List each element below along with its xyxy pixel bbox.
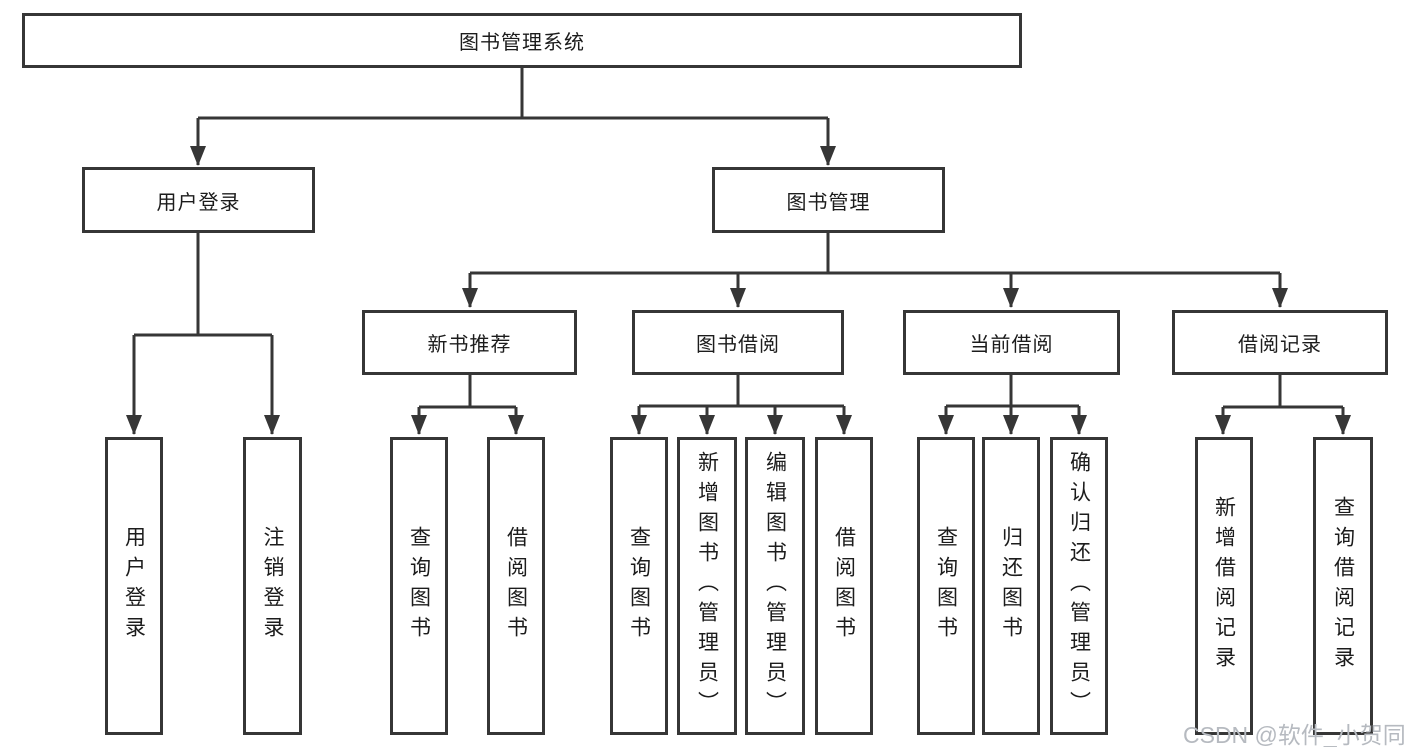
leaf-add-books-admin: 新增图书（管理员）: [677, 437, 737, 735]
leaf-return-books-label: 归还图书: [999, 526, 1023, 646]
leaf-confirm-return-admin: 确认归还（管理员）: [1050, 437, 1108, 735]
node-user-login-label: 用户登录: [156, 191, 241, 214]
node-new-book-recommend: 新书推荐: [362, 310, 577, 375]
node-library-system-label: 图书管理系统: [459, 32, 585, 54]
node-book-borrowing-label: 图书借阅: [696, 334, 780, 356]
leaf-borrow-books-recommend: 借阅图书: [487, 437, 545, 735]
node-book-management: 图书管理: [712, 167, 945, 233]
leaf-query-books-borrowing-label: 查询图书: [627, 526, 651, 646]
leaf-borrow-books-label: 借阅图书: [832, 526, 856, 646]
leaf-logout-label: 注销登录: [261, 526, 284, 646]
leaf-query-books-current: 查询图书: [917, 437, 975, 735]
node-current-borrowing-label: 当前借阅: [969, 334, 1054, 356]
leaf-logout: 注销登录: [243, 437, 302, 735]
leaf-edit-books-admin: 编辑图书（管理员）: [745, 437, 805, 735]
leaf-query-books-recommend: 查询图书: [390, 437, 448, 735]
leaf-confirm-return-admin-label: 确认归还（管理员）: [1067, 451, 1091, 721]
leaf-query-borrow-record-label: 查询借阅记录: [1331, 496, 1355, 676]
node-current-borrowing: 当前借阅: [903, 310, 1120, 375]
node-user-login: 用户登录: [82, 167, 315, 233]
node-borrowing-records-label: 借阅记录: [1238, 334, 1322, 356]
node-book-borrowing: 图书借阅: [632, 310, 844, 375]
leaf-user-login: 用户登录: [105, 437, 163, 735]
leaf-user-login-label: 用户登录: [122, 526, 146, 646]
leaf-query-borrow-record: 查询借阅记录: [1313, 437, 1373, 735]
leaf-borrow-books: 借阅图书: [815, 437, 873, 735]
leaf-add-books-admin-label: 新增图书（管理员）: [695, 451, 719, 721]
node-new-book-recommend-label: 新书推荐: [427, 334, 512, 356]
csdn-watermark: CSDN @软件_小贺同学: [1183, 722, 1405, 747]
node-book-management-label: 图书管理: [786, 191, 871, 214]
leaf-query-books-current-label: 查询图书: [934, 526, 958, 646]
leaf-query-books-recommend-label: 查询图书: [407, 526, 431, 646]
leaf-query-books-borrowing: 查询图书: [610, 437, 668, 735]
leaf-return-books: 归还图书: [982, 437, 1040, 735]
leaf-edit-books-admin-label: 编辑图书（管理员）: [763, 451, 787, 721]
node-borrowing-records: 借阅记录: [1172, 310, 1388, 375]
leaf-add-borrow-record: 新增借阅记录: [1195, 437, 1253, 735]
leaf-borrow-books-recommend-label: 借阅图书: [504, 526, 528, 646]
node-library-system: 图书管理系统: [22, 13, 1022, 68]
leaf-add-borrow-record-label: 新增借阅记录: [1212, 496, 1236, 676]
